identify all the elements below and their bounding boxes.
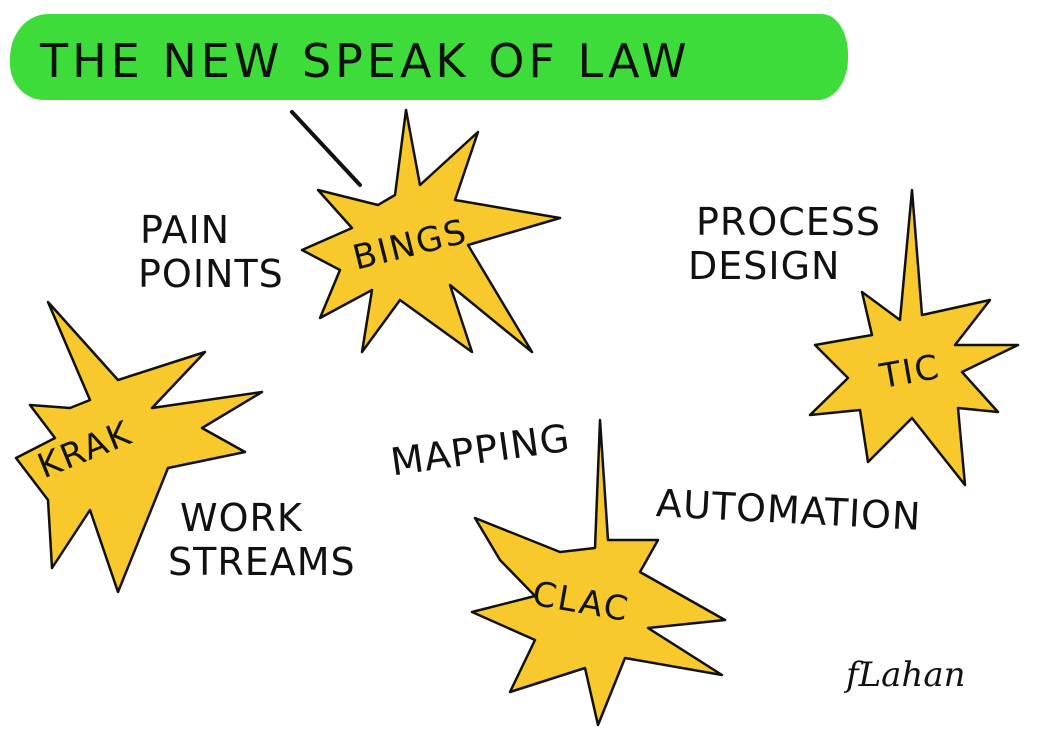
phrase-points: POINTS — [138, 252, 284, 296]
phrase-design: DESIGN — [688, 244, 841, 288]
title-banner: THE NEW SPEAK OF LAW — [10, 14, 848, 100]
phrase-work-streams: WORK STREAMS — [168, 496, 356, 584]
burst-tic — [808, 188, 1020, 487]
phrase-pain: PAIN — [140, 208, 231, 252]
page-title: THE NEW SPEAK OF LAW — [40, 34, 691, 88]
phrase-process-design: PROCESS DESIGN — [688, 200, 881, 288]
burst-clac — [470, 418, 727, 727]
burst-bings — [290, 108, 562, 354]
artist-signature: fLahan — [846, 655, 966, 695]
burst-krak — [14, 300, 264, 594]
phrase-process: PROCESS — [696, 200, 882, 244]
phrase-pain-points: PAIN POINTS — [138, 208, 284, 296]
phrase-work: WORK — [180, 496, 303, 540]
phrase-streams: STREAMS — [168, 540, 356, 584]
